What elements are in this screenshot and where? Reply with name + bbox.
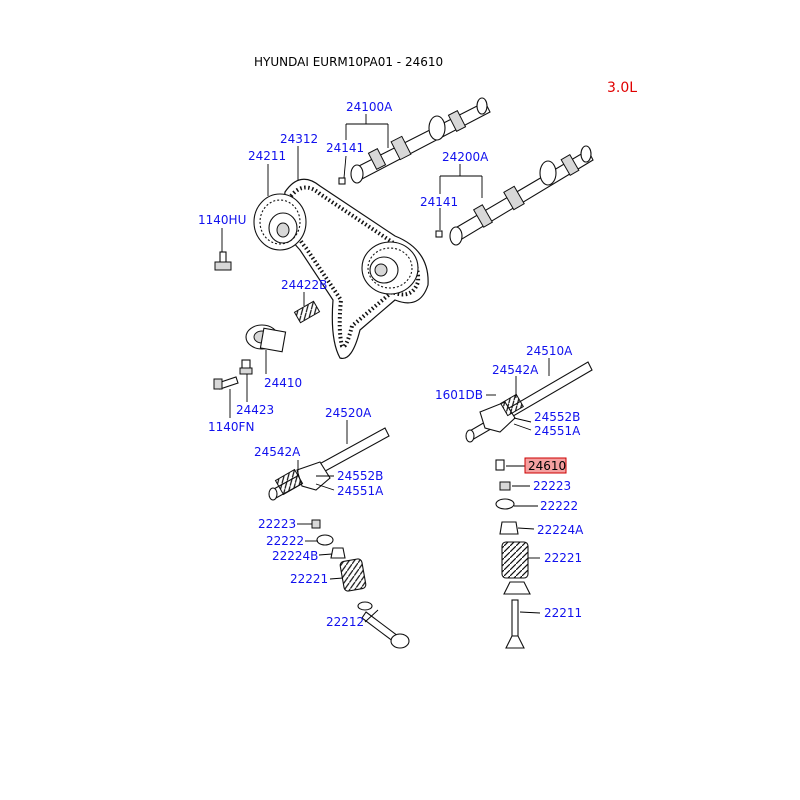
label-24141-top[interactable]: 24141 [326,141,364,155]
leader-lines [221,114,550,623]
tensioner-pulley-24410[interactable] [245,324,287,353]
label-22211[interactable]: 22211 [544,606,582,620]
exhaust-valve-22211[interactable] [505,599,525,649]
label-24520A[interactable]: 24520A [325,406,372,420]
valve-seal-22224A[interactable] [499,521,519,535]
highlight-box-24610 [524,457,567,474]
label-24551A-left[interactable]: 24551A [337,484,384,498]
label-24141-mid[interactable]: 24141 [420,195,458,209]
valve-retainer-22222-right[interactable] [495,498,515,510]
bolt-1140FN[interactable] [213,376,239,390]
timing-belt[interactable] [283,178,429,360]
intake-valve-22212[interactable] [357,601,410,649]
spring-24422B[interactable] [293,300,321,324]
label-24312[interactable]: 24312 [280,132,318,146]
valve-spring-22221-left[interactable] [339,558,367,592]
label-24542A-right[interactable]: 24542A [492,363,539,377]
adjuster-24610[interactable] [495,459,505,471]
camshaft-sprocket-right[interactable] [361,241,419,295]
spring-seat-right[interactable] [503,581,531,595]
label-22221-left[interactable]: 22221 [290,572,328,586]
bolt-24423[interactable] [239,359,253,375]
dowel-pin-24141-mid[interactable] [435,230,443,238]
label-22212[interactable]: 22212 [326,615,364,629]
rocker-shaft-24510A[interactable] [465,361,593,443]
label-22222-left[interactable]: 22222 [266,534,304,548]
label-24542A-left[interactable]: 24542A [254,445,301,459]
label-24211[interactable]: 24211 [248,149,286,163]
label-22224A[interactable]: 22224A [537,523,584,537]
label-1140FN[interactable]: 1140FN [208,420,254,434]
engine-size: 3.0L [607,80,637,96]
diagram-title: HYUNDAI EURM10PA01 - 24610 [254,55,443,69]
bolt-1140HU[interactable] [214,251,232,271]
valve-spring-22221-right[interactable] [501,541,529,579]
label-24552B-right[interactable]: 24552B [534,410,580,424]
label-24551A-right[interactable]: 24551A [534,424,581,438]
label-24610[interactable]: 24610 [528,459,566,473]
rocker-shaft-24520A[interactable] [268,427,390,501]
label-24510A[interactable]: 24510A [526,344,573,358]
valve-cotter-22223-left[interactable] [311,519,321,529]
label-24423[interactable]: 24423 [236,403,274,417]
label-22222-right[interactable]: 22222 [540,499,578,513]
valve-retainer-22222-left[interactable] [316,534,334,546]
dowel-pin-24141-top[interactable] [338,177,346,185]
label-24410[interactable]: 24410 [264,376,302,390]
valve-cotter-22223-right[interactable] [499,481,511,491]
label-1140HU[interactable]: 1140HU [198,213,246,227]
label-22223-left[interactable]: 22223 [258,517,296,531]
label-24100A[interactable]: 24100A [346,100,393,114]
part-labels: 24100A 24141 24312 24211 24200A 24141 11… [198,100,584,629]
label-1601DB[interactable]: 1601DB [435,388,483,402]
label-22221-right[interactable]: 22221 [544,551,582,565]
camshaft-24100A[interactable] [350,97,491,184]
camshaft-24200A[interactable] [449,145,594,246]
camshaft-sprocket-24211[interactable] [253,193,307,251]
label-22223-right[interactable]: 22223 [533,479,571,493]
label-24422B[interactable]: 24422B [281,278,327,292]
label-24552B-left[interactable]: 24552B [337,469,383,483]
valve-seal-22224B[interactable] [330,547,346,559]
label-24200A[interactable]: 24200A [442,150,489,164]
label-22224B[interactable]: 22224B [272,549,318,563]
